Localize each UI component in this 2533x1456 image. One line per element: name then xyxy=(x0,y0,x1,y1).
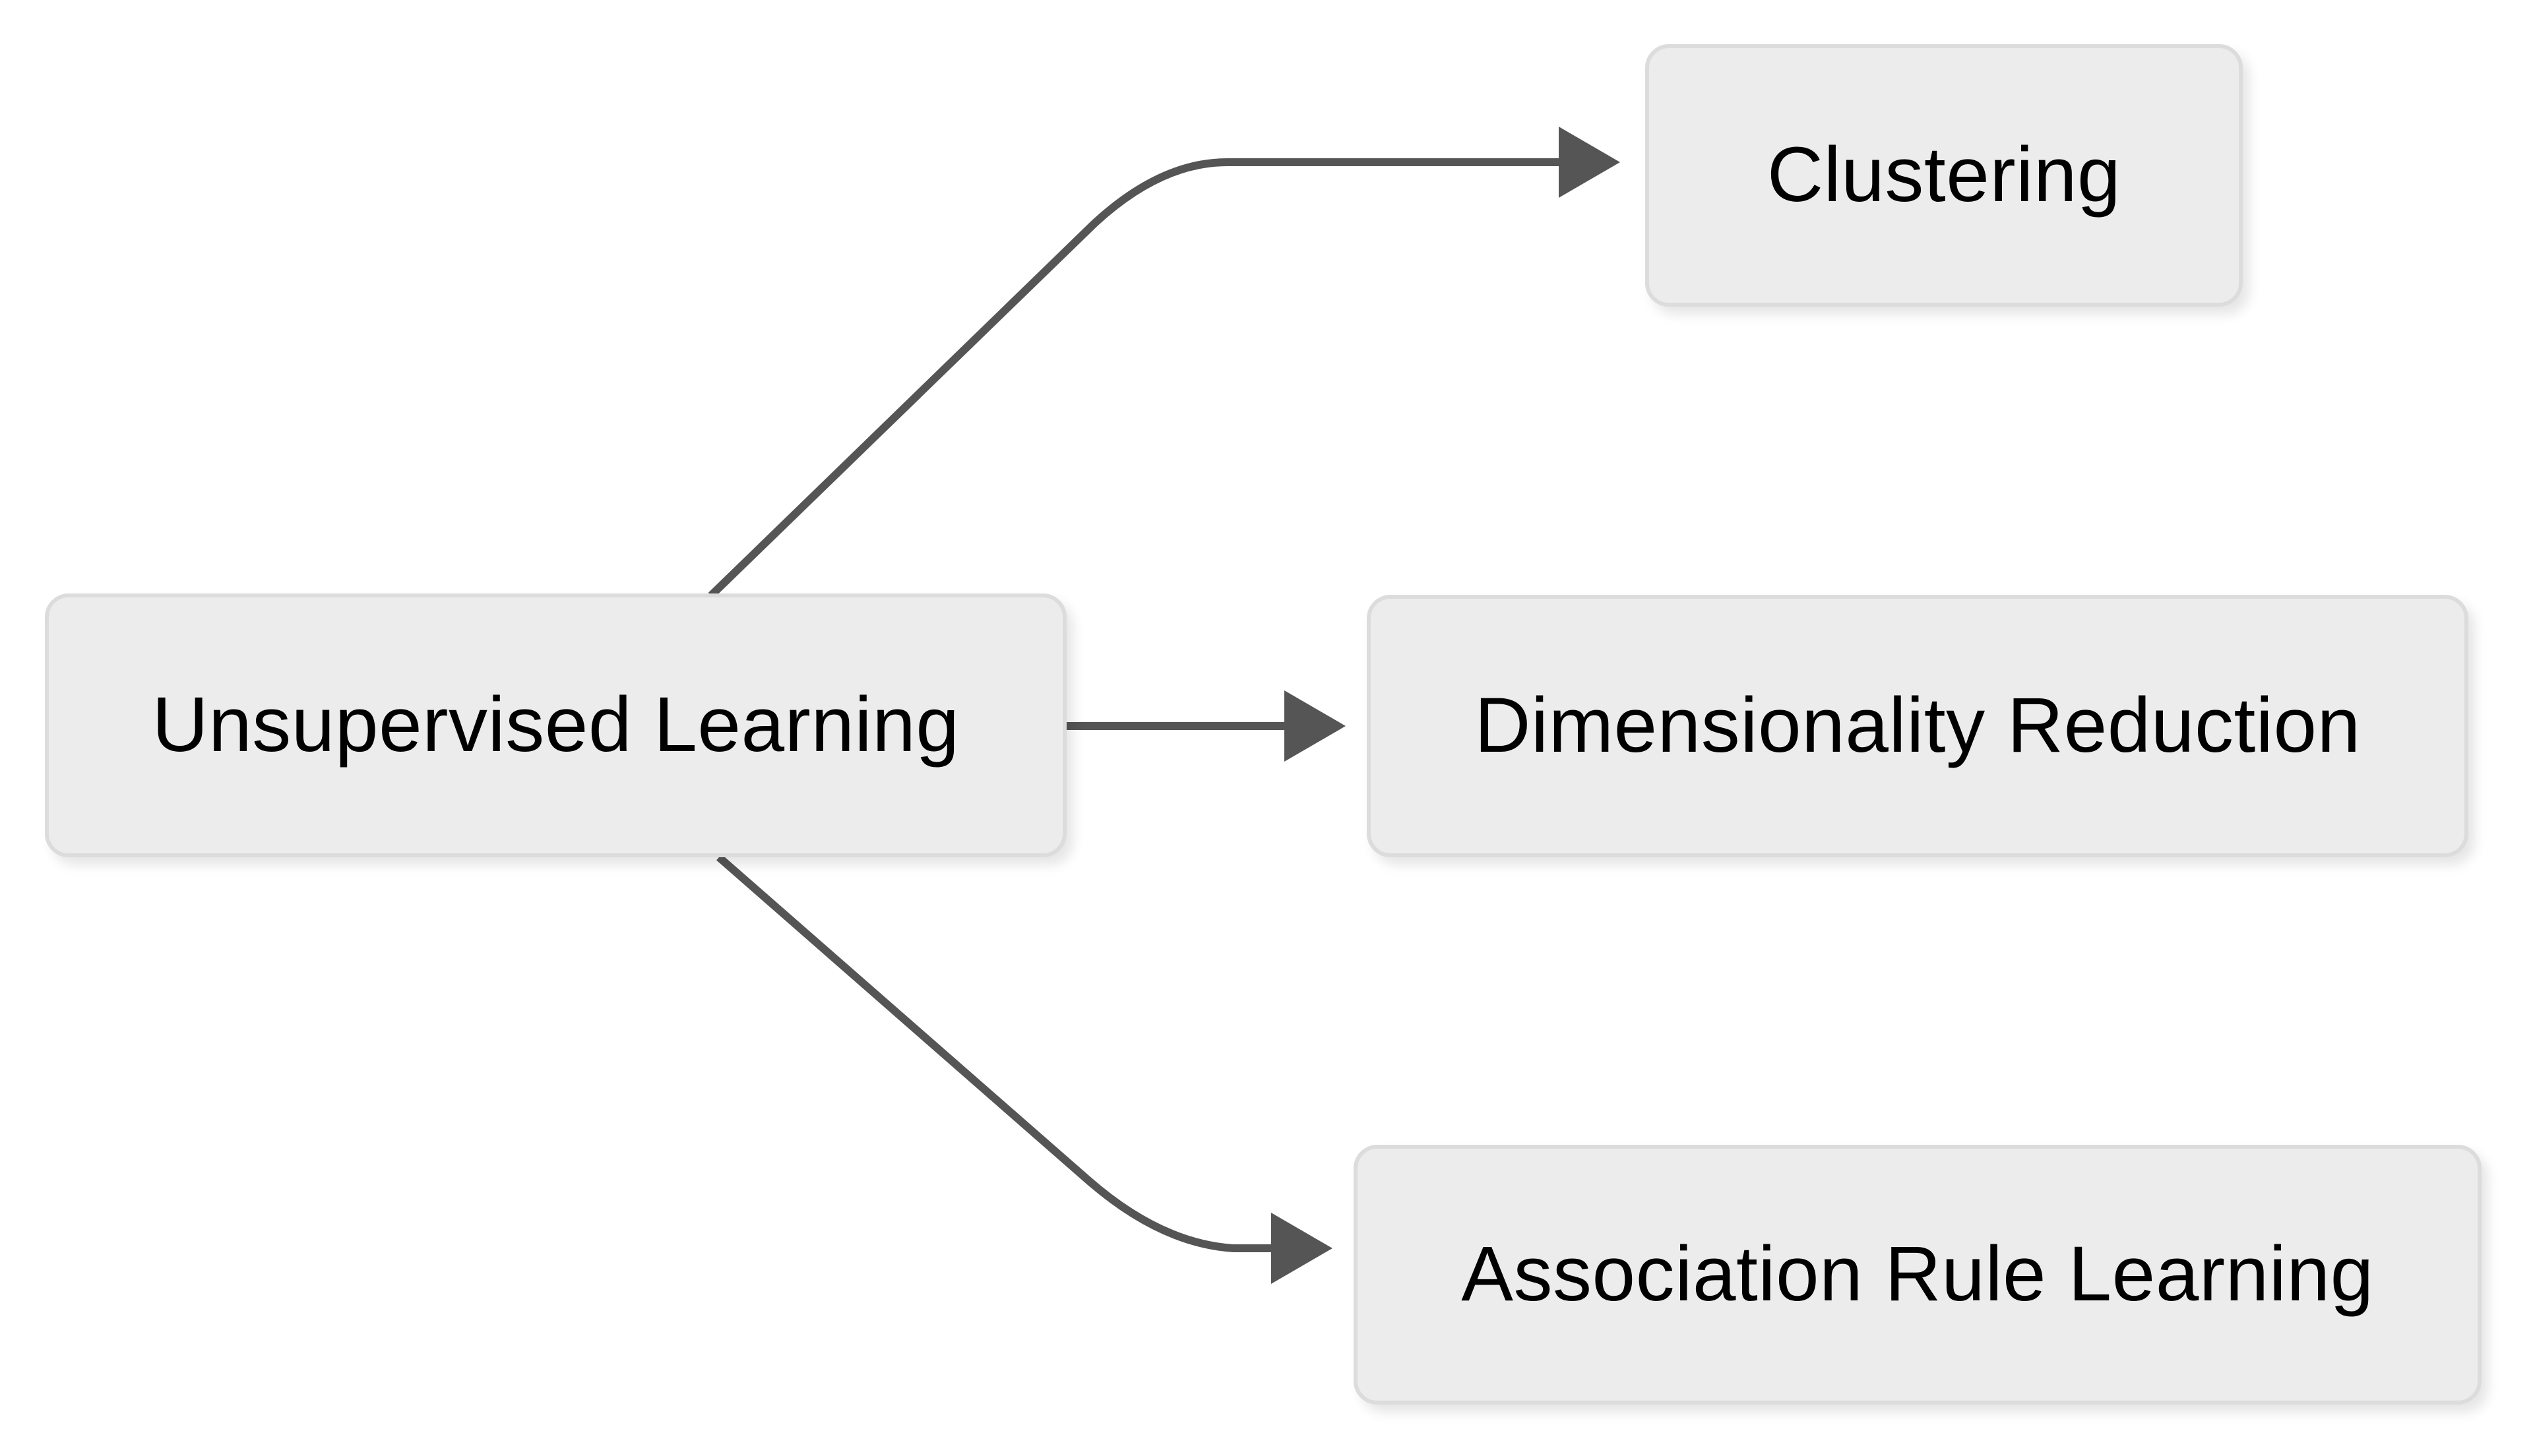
edge-root-to-assoc xyxy=(716,854,1332,1284)
arrowhead-clustering xyxy=(1559,127,1620,198)
node-association-rule-learning[interactable]: Association Rule Learning xyxy=(1354,1145,2482,1405)
node-label: Unsupervised Learning xyxy=(152,681,960,769)
edge-root-to-clustering xyxy=(708,127,1620,599)
node-label: Dimensionality Reduction xyxy=(1474,682,2361,770)
node-unsupervised-learning[interactable]: Unsupervised Learning xyxy=(45,593,1067,857)
node-clustering[interactable]: Clustering xyxy=(1645,44,2243,307)
edge-root-to-dimred xyxy=(1067,690,1346,762)
node-dimensionality-reduction[interactable]: Dimensionality Reduction xyxy=(1367,595,2468,857)
node-label: Clustering xyxy=(1767,131,2121,219)
arrowhead-assoc xyxy=(1271,1213,1332,1284)
arrowhead-dimred xyxy=(1284,690,1346,762)
node-label: Association Rule Learning xyxy=(1461,1230,2374,1318)
